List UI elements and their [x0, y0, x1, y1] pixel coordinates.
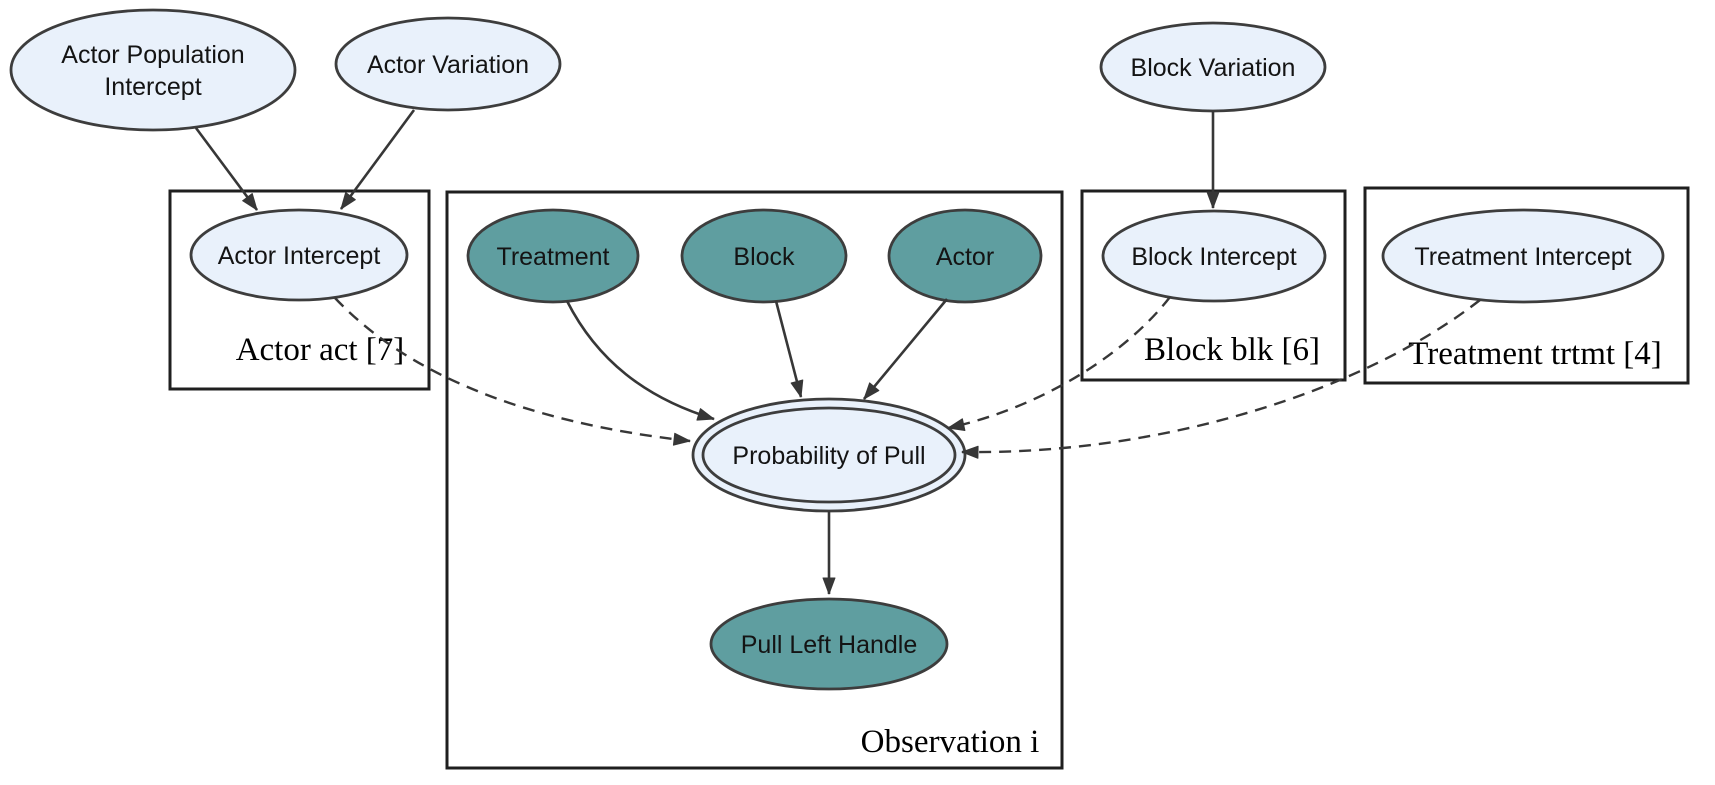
plate-actor-plate	[168, 189, 431, 391]
plate-label-treatment-plate: Treatment trtmt [4]	[1408, 336, 1662, 372]
edge-actor-intercept-to-probability-of-pull	[334, 297, 691, 446]
node-shape-actor	[887, 208, 1043, 304]
node-block-intercept: Block Intercept	[1101, 209, 1327, 303]
node-label-actor-variation: Actor Variation	[367, 51, 529, 79]
plates-layer: Actor act [7] Observation i Block blk [6] T…	[168, 186, 1690, 770]
edge-actor-to-probability-of-pull	[862, 298, 949, 400]
node-shape-block-intercept	[1101, 209, 1327, 303]
node-treatment: Treatment	[466, 208, 640, 304]
node-label-actor-intercept: Actor Intercept	[218, 242, 381, 270]
edge-actor-variation-to-actor-intercept	[339, 109, 416, 210]
node-label-probability-of-pull: Probability of Pull	[732, 442, 925, 470]
node-actor-intercept: Actor Intercept	[189, 208, 409, 302]
node-shape-pull-left-handle	[709, 597, 949, 691]
node-probability-of-pull: Probability of Pull	[691, 397, 967, 513]
node-label-actor: Actor	[936, 243, 994, 271]
edge-block-intercept-to-probability-of-pull	[947, 296, 1171, 431]
node-inner-ring-probability-of-pull	[701, 406, 957, 504]
node-shape-actor-population-intercept	[9, 8, 297, 132]
node-label-treatment-intercept: Treatment Intercept	[1414, 243, 1631, 271]
node-treatment-intercept: Treatment Intercept	[1381, 208, 1665, 304]
node-label-treatment: Treatment	[496, 243, 609, 271]
node-shape-block	[680, 208, 848, 304]
node-pull-left-handle: Pull Left Handle	[709, 597, 949, 691]
node-shape-treatment	[466, 208, 640, 304]
plate-observation-plate	[445, 190, 1064, 770]
plate-treatment-plate	[1363, 186, 1690, 385]
edges-layer	[194, 109, 1481, 595]
node-shape-treatment-intercept	[1381, 208, 1665, 304]
node-label-block-variation: Block Variation	[1131, 54, 1296, 82]
node-block-variation: Block Variation	[1099, 21, 1327, 113]
node-label-block-intercept: Block Intercept	[1131, 243, 1296, 271]
node-label-pull-left-handle: Pull Left Handle	[741, 631, 918, 659]
edge-treatment-to-probability-of-pull	[565, 300, 715, 421]
node-actor: Actor	[887, 208, 1043, 304]
plate-label-observation-plate: Observation i	[861, 724, 1040, 760]
edge-treatment-intercept-to-probability-of-pull	[961, 299, 1481, 459]
node-label-block: Block	[733, 243, 795, 271]
node-actor-variation: Actor Variation	[334, 16, 562, 112]
plate-label-block-plate: Block blk [6]	[1144, 332, 1320, 368]
node-shape-actor-variation	[334, 16, 562, 112]
edge-block-to-probability-of-pull	[774, 300, 804, 398]
edge-actor-population-intercept-to-actor-intercept	[194, 127, 259, 211]
plate-label-actor-plate: Actor act [7]	[236, 332, 405, 368]
node-block: Block	[680, 208, 848, 304]
node-shape-actor-intercept	[189, 208, 409, 302]
